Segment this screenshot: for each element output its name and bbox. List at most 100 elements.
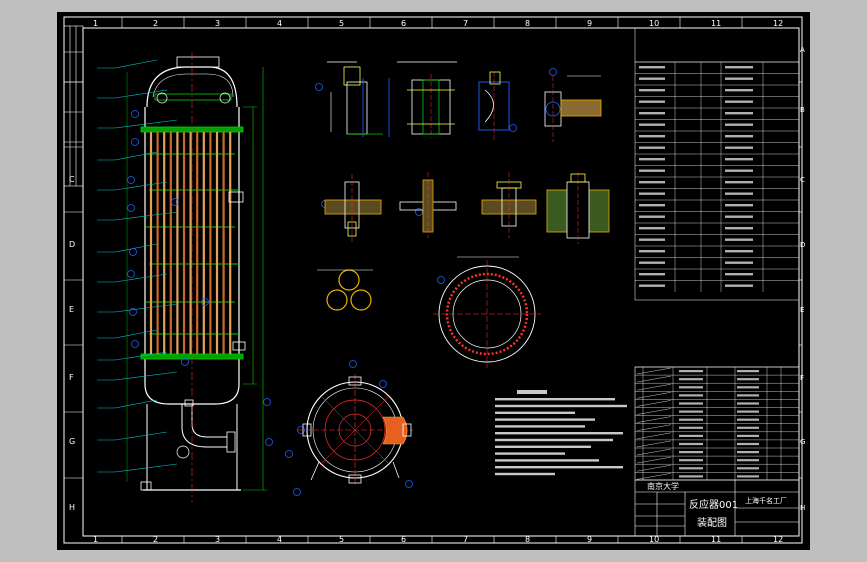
column-label: 6 — [401, 535, 406, 544]
column-label: 10 — [649, 535, 659, 544]
note-line — [495, 452, 565, 455]
column-label: 4 — [277, 19, 282, 28]
column-label: 4 — [277, 535, 282, 544]
tube-sheet-plan-view — [297, 374, 413, 486]
row-label: B — [800, 106, 805, 114]
row-label: F — [800, 374, 804, 382]
design-data-rows — [635, 61, 799, 292]
column-label: 7 — [463, 535, 468, 544]
column-label: 11 — [711, 535, 721, 544]
column-label: 12 — [773, 19, 783, 28]
column-label: 5 — [339, 19, 344, 28]
row-label: E — [69, 305, 74, 314]
note-line — [495, 472, 555, 476]
part-balloon — [263, 398, 271, 406]
part-balloon — [549, 68, 557, 76]
row-label: C — [69, 175, 75, 184]
row-labels: C D E F G H A B C D E F G H — [64, 46, 805, 512]
detail-view-b — [397, 61, 457, 138]
parts-list-table — [634, 366, 800, 481]
row-label: A — [800, 46, 805, 54]
note-line — [495, 432, 623, 435]
design-data-table — [634, 27, 800, 301]
part-balloon — [131, 138, 139, 146]
column-label: 10 — [649, 19, 659, 28]
note-line — [495, 425, 585, 428]
row-label: G — [69, 437, 75, 446]
column-label: 7 — [463, 19, 468, 28]
flange-detail-1 — [324, 174, 382, 242]
column-label: 8 — [525, 19, 530, 28]
row-label: D — [69, 240, 75, 249]
column-label: 9 — [587, 19, 592, 28]
column-label: 5 — [339, 535, 344, 544]
ring-section-view — [433, 256, 541, 368]
part-balloon — [293, 488, 301, 496]
note-line — [495, 459, 599, 462]
detail-view-a — [327, 61, 390, 137]
part-balloon — [171, 198, 179, 206]
note-line — [495, 438, 613, 442]
row-label: H — [69, 503, 75, 512]
title-block — [634, 479, 800, 537]
part-balloon — [415, 208, 423, 216]
part-balloon — [379, 380, 387, 388]
row-label: E — [800, 306, 804, 314]
part-balloon — [129, 248, 137, 256]
part-balloon — [127, 204, 135, 212]
column-label: 12 — [773, 535, 783, 544]
row-label: F — [69, 373, 74, 382]
part-balloon — [265, 438, 273, 446]
column-label: 1 — [93, 535, 98, 544]
title-company: 上海千名工厂 — [745, 496, 787, 505]
flange-detail-3 — [481, 172, 537, 238]
technical-notes — [495, 390, 627, 476]
column-label: 3 — [215, 535, 220, 544]
column-label: 8 — [525, 535, 530, 544]
tube-bundle — [149, 132, 232, 354]
row-label: H — [800, 504, 805, 512]
note-line — [495, 445, 591, 448]
part-balloon — [315, 83, 323, 91]
note-line — [495, 418, 595, 421]
part-balloon — [131, 110, 139, 118]
revision-strip — [63, 25, 84, 187]
row-label: D — [800, 241, 805, 249]
column-label: 2 — [153, 19, 158, 28]
flange-detail-2 — [399, 172, 457, 238]
part-balloon — [509, 124, 517, 132]
part-balloon — [201, 298, 209, 306]
column-label: 1 — [93, 19, 98, 28]
column-label: 6 — [401, 19, 406, 28]
row-label: C — [800, 176, 805, 184]
note-line — [495, 411, 575, 414]
reactor-vessel-front-view — [97, 52, 569, 502]
title-sheet-type: 装配图 — [697, 516, 727, 529]
note-line — [495, 466, 623, 469]
tube-arrangement-detail — [317, 269, 373, 311]
part-balloon — [129, 308, 137, 316]
part-balloon — [285, 450, 293, 458]
part-balloon — [437, 276, 445, 284]
note-line — [495, 398, 615, 401]
note-line — [495, 404, 627, 408]
title-university: 南京大学 — [647, 481, 679, 491]
column-label: 2 — [153, 535, 158, 544]
part-balloon — [349, 360, 357, 368]
column-label: 11 — [711, 19, 721, 28]
row-label: G — [800, 438, 805, 446]
part-balloon — [181, 358, 189, 366]
detail-view-c — [478, 71, 510, 140]
detail-view-d — [544, 75, 602, 142]
flange-detail-4 — [546, 172, 610, 244]
part-balloon — [127, 176, 135, 184]
part-balloon — [127, 270, 135, 278]
part-balloon — [131, 340, 139, 348]
part-balloon — [405, 480, 413, 488]
title-drawing-name: 反应器001 — [689, 498, 738, 511]
column-label: 3 — [215, 19, 220, 28]
